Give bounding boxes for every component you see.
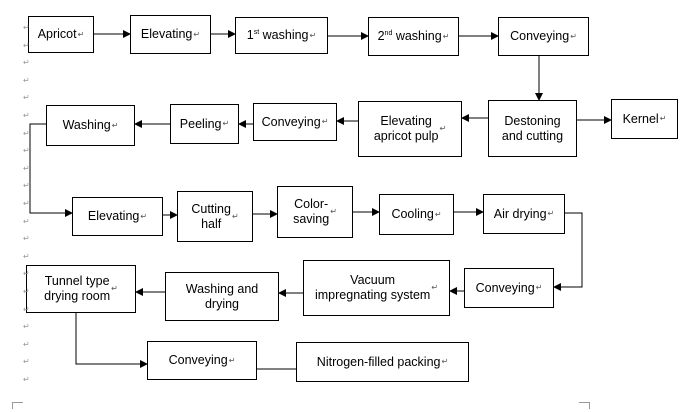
margin-paragraph-mark-icon: ↵	[23, 375, 30, 384]
margin-paragraph-mark-icon: ↵	[23, 164, 30, 173]
paragraph-mark-icon: ↵	[321, 117, 329, 126]
node-peeling: Peeling↵	[170, 104, 239, 144]
paragraph-mark-icon: ↵	[441, 357, 449, 366]
node-nitrogen-packing-label: Nitrogen-filled packing	[316, 354, 441, 369]
margin-paragraph-mark-icon: ↵	[23, 287, 30, 296]
node-conveying-1: Conveying↵	[498, 17, 589, 56]
margin-paragraph-mark-icon: ↵	[23, 357, 30, 366]
node-cooling: Cooling↵	[379, 194, 454, 235]
paragraph-mark-icon: ↵	[309, 30, 317, 40]
paragraph-mark-icon: ↵	[228, 355, 236, 365]
paragraph-mark-icon: ↵	[659, 114, 667, 123]
margin-paragraph-mark-icon: ↵	[23, 58, 30, 67]
node-vacuum-impregnating: Vacuum impregnating system↵	[303, 260, 450, 316]
node-apricot-label: Apricot	[37, 27, 77, 41]
paragraph-mark-icon: ↵	[231, 211, 239, 221]
node-kernel-label: Kernel	[622, 111, 659, 126]
page-corner-bottom-left	[12, 402, 23, 409]
paragraph-mark-icon: ↵	[193, 29, 201, 39]
margin-paragraph-mark-icon: ↵	[23, 23, 30, 32]
margin-paragraph-mark-icon: ↵	[23, 269, 30, 278]
node-color-saving: Color- saving↵	[277, 186, 353, 238]
node-elevating-1: Elevating↵	[130, 15, 211, 54]
paragraph-mark-icon: ↵	[431, 283, 439, 292]
margin-paragraph-mark-icon: ↵	[23, 252, 30, 261]
node-second-washing-label: 2nd washing	[377, 29, 442, 43]
node-air-drying: Air drying↵	[483, 194, 565, 234]
node-cutting-half: Cutting half↵	[177, 191, 253, 242]
paragraph-mark-icon: ↵	[111, 284, 118, 293]
node-conveying-2: Conveying↵	[253, 103, 337, 141]
margin-paragraph-mark-icon: ↵	[23, 234, 30, 243]
margin-paragraph-mark-icon: ↵	[23, 146, 30, 155]
node-conveying-2-label: Conveying	[261, 114, 321, 129]
node-tunnel-drying-room-label: Tunnel type drying room	[44, 274, 111, 303]
paragraph-mark-icon: ↵	[439, 124, 447, 133]
node-washing: Washing↵	[46, 105, 135, 146]
node-elevating-1-label: Elevating	[140, 27, 193, 41]
arrow-air-drying-to-conveying	[553, 212, 583, 291]
paragraph-mark-icon: ↵	[434, 209, 442, 219]
margin-paragraph-mark-icon: ↵	[23, 199, 30, 208]
node-first-washing-label: 1st washing	[246, 28, 309, 42]
node-tunnel-drying-room: Tunnel type drying room↵	[26, 265, 136, 313]
node-cooling-label: Cooling	[391, 207, 434, 221]
paragraph-mark-icon: ↵	[140, 211, 148, 221]
node-washing-and-drying: Washing and drying	[165, 272, 279, 321]
node-kernel: Kernel↵	[611, 99, 678, 139]
node-elevating-2: Elevating↵	[72, 197, 163, 236]
node-conveying-1-label: Conveying	[510, 29, 570, 43]
node-cutting-half-label: Cutting half	[191, 201, 231, 231]
paragraph-mark-icon: ↵	[222, 119, 230, 128]
paragraph-mark-icon: ↵	[547, 209, 555, 218]
paragraph-mark-icon: ↵	[111, 120, 119, 130]
paragraph-mark-icon: ↵	[330, 207, 337, 216]
node-color-saving-label: Color- saving	[293, 197, 330, 226]
node-conveying-3: Conveying↵	[464, 268, 554, 308]
node-peeling-label: Peeling	[179, 116, 222, 131]
margin-paragraph-mark-icon: ↵	[23, 111, 30, 120]
node-conveying-4: Conveying↵	[147, 341, 257, 380]
node-elevating-apricot-pulp: Elevating apricot pulp↵	[358, 101, 462, 157]
node-destoning-cutting: Destoning and cutting	[488, 100, 577, 157]
node-elevating-apricot-pulp-label: Elevating apricot pulp	[373, 114, 439, 143]
margin-paragraph-mark-icon: ↵	[23, 181, 30, 190]
node-elevating-2-label: Elevating	[87, 209, 140, 223]
node-apricot: Apricot↵	[28, 16, 94, 53]
node-air-drying-label: Air drying	[493, 206, 547, 221]
paragraph-mark-icon: ↵	[570, 31, 577, 41]
margin-paragraph-mark-icon: ↵	[23, 340, 30, 349]
node-destoning-cutting-label: Destoning and cutting	[501, 113, 564, 143]
paragraph-mark-icon: ↵	[442, 31, 450, 41]
margin-paragraph-mark-icon: ↵	[23, 305, 30, 314]
paragraph-mark-icon: ↵	[77, 29, 85, 39]
arrow-washing-to-elevating	[29, 123, 73, 217]
node-second-washing: 2nd washing↵	[368, 17, 459, 56]
node-conveying-4-label: Conveying	[168, 353, 228, 367]
margin-paragraph-mark-icon: ↵	[23, 93, 30, 102]
node-vacuum-impregnating-label: Vacuum impregnating system	[314, 273, 431, 302]
margin-paragraph-mark-icon: ↵	[23, 217, 30, 226]
margin-paragraph-mark-icon: ↵	[23, 41, 30, 50]
page-corner-bottom-right	[579, 402, 590, 409]
node-first-washing: 1st washing↵	[235, 17, 328, 54]
paragraph-mark-icon: ↵	[535, 283, 543, 292]
margin-paragraph-mark-icon: ↵	[23, 76, 30, 85]
margin-paragraph-mark-icon: ↵	[23, 322, 30, 331]
node-conveying-3-label: Conveying	[475, 280, 535, 295]
arrow-tunnel-to-conveying	[75, 313, 148, 368]
node-washing-and-drying-label: Washing and drying	[185, 281, 259, 311]
node-washing-label: Washing	[62, 118, 111, 132]
margin-paragraph-mark-icon: ↵	[23, 129, 30, 138]
node-nitrogen-packing: Nitrogen-filled packing↵	[296, 342, 469, 382]
